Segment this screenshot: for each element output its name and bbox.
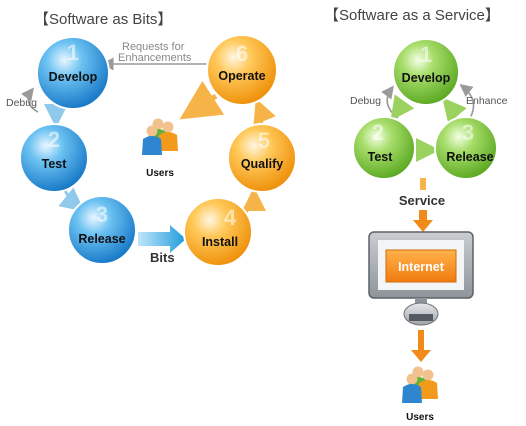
node-release-label: Release bbox=[78, 232, 125, 246]
saas-node-test: 2 Test bbox=[352, 116, 416, 180]
saas-release-to-develop-arrow bbox=[442, 97, 467, 124]
saas-node-release: 3 Release bbox=[434, 116, 498, 180]
requests-label-line1: Requests for bbox=[122, 41, 185, 53]
monitor-icon: Internet bbox=[368, 231, 474, 326]
service-label: Service bbox=[399, 193, 445, 208]
node-qualify-number: 5 bbox=[258, 128, 270, 153]
node-test-number: 2 bbox=[48, 127, 60, 152]
install-to-qualify-arrow bbox=[241, 187, 266, 213]
saas-node-release-label: Release bbox=[446, 150, 493, 164]
saas-debug-label: Debug bbox=[350, 95, 381, 107]
requests-label-line2: Enhancements bbox=[118, 52, 192, 64]
node-release-number: 3 bbox=[96, 202, 108, 227]
node-test: 2 Test bbox=[19, 123, 89, 193]
saas-node-release-number: 3 bbox=[462, 120, 474, 145]
users-arrow bbox=[411, 330, 431, 362]
internet-label: Internet bbox=[398, 260, 445, 274]
service-arrow-top bbox=[420, 178, 426, 190]
operate-to-users-arrow bbox=[179, 80, 225, 120]
debug-label: Debug bbox=[6, 97, 37, 109]
internet-box bbox=[385, 249, 457, 283]
right-title: 【Software as a Service】 bbox=[324, 7, 500, 24]
node-operate-label: Operate bbox=[218, 69, 265, 83]
node-develop: 1 Develop bbox=[36, 36, 110, 110]
node-operate-number: 6 bbox=[236, 41, 248, 66]
saas-develop-to-test-arrow bbox=[390, 94, 415, 121]
saas-enhance-connector bbox=[459, 84, 475, 119]
node-install-number: 4 bbox=[224, 205, 237, 230]
node-install: 4 Install bbox=[183, 197, 253, 267]
saas-node-test-number: 2 bbox=[372, 120, 384, 145]
node-release: 3 Release bbox=[67, 195, 137, 265]
node-develop-label: Develop bbox=[49, 70, 98, 84]
saas-users-icon bbox=[402, 366, 438, 403]
node-operate: 6 Operate bbox=[206, 34, 278, 106]
users-icon bbox=[142, 118, 178, 155]
left-users-label: Users bbox=[146, 168, 174, 179]
saas-node-develop-number: 1 bbox=[420, 42, 432, 67]
service-arrow bbox=[413, 210, 433, 232]
saas-node-test-label: Test bbox=[368, 150, 394, 164]
saas-node-develop-label: Develop bbox=[402, 71, 451, 85]
bits-arrow bbox=[138, 225, 186, 253]
saas-node-develop: 1 Develop bbox=[392, 38, 460, 106]
saas-enhance-label: Enhance bbox=[466, 95, 508, 107]
node-qualify-label: Qualify bbox=[241, 157, 283, 171]
right-users-label: Users bbox=[406, 412, 434, 423]
node-install-label: Install bbox=[202, 235, 238, 249]
left-title: 【Software as Bits】 bbox=[34, 11, 172, 28]
node-develop-number: 1 bbox=[67, 40, 79, 65]
node-qualify: 5 Qualify bbox=[227, 123, 297, 193]
debug-connector bbox=[21, 87, 39, 113]
bits-label: Bits bbox=[150, 250, 175, 265]
node-test-label: Test bbox=[42, 157, 68, 171]
